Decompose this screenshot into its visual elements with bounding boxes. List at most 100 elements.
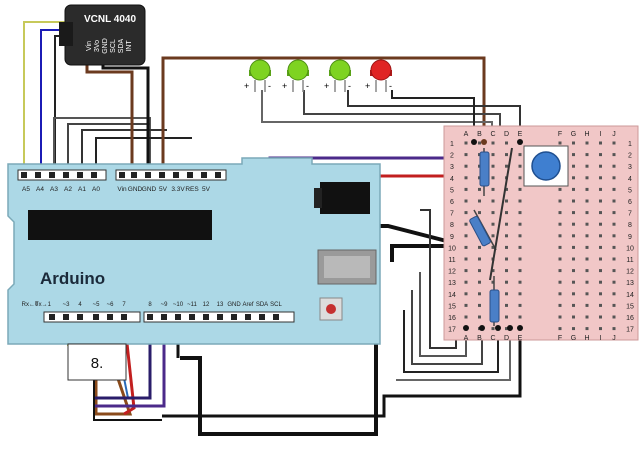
wire-led4: [391, 90, 475, 140]
breadboard-row-label-15: 15: [448, 303, 456, 310]
breadboard-hole: [558, 222, 562, 226]
breadboard-hole: [464, 315, 468, 319]
breadboard-hole: [518, 315, 522, 319]
leds: + - + - + - + -: [244, 59, 392, 92]
breadboard-hole: [572, 222, 575, 226]
breadboard-hole: [464, 222, 468, 226]
led-green-1: + -: [244, 59, 271, 92]
breadboard-hole: [599, 187, 602, 191]
wire-yellow: [23, 21, 65, 180]
breadboard-hole: [599, 211, 602, 215]
breadboard-col-label-bottom-G: G: [571, 335, 576, 342]
breadboard-hole: [558, 187, 562, 191]
breadboard-row-label-right-3: 3: [628, 164, 632, 171]
breadboard-row-label-right-4: 4: [628, 176, 632, 183]
breadboard-hole: [491, 269, 495, 273]
breadboard-hole: [572, 164, 575, 168]
breadboard-hole: [558, 315, 562, 319]
breadboard-hole: [491, 141, 495, 145]
breadboard-hole: [585, 292, 589, 296]
breadboard-hole: [572, 269, 575, 273]
breadboard-hole: [585, 315, 589, 319]
breadboard-hole: [518, 269, 522, 273]
breadboard-hole: [558, 245, 562, 249]
breadboard-wire-ends: [463, 139, 523, 331]
breadboard-row-label-right-17: 17: [626, 327, 634, 334]
led-4-plus: +: [365, 81, 370, 91]
breadboard-row-label-6: 6: [450, 199, 454, 206]
pin-label-tx: Tx→1: [35, 302, 52, 308]
top-pin-labels: A5 A4 A3 A2 A1 A0 Vin GND GND 5V 3.3V RE…: [22, 186, 211, 193]
breadboard-hole: [558, 199, 562, 203]
breadboard-hole: [612, 199, 616, 203]
breadboard-hole: [505, 222, 508, 226]
pin-label-a5: A5: [22, 186, 30, 193]
wire-dark: [54, 35, 65, 180]
breadboard-hole: [585, 234, 589, 238]
breadboard-hole: [518, 303, 522, 307]
breadboard-hole: [572, 245, 575, 249]
breadboard-hole: [505, 280, 508, 284]
wire-gray-1: [53, 117, 151, 180]
breadboard-hole: [612, 222, 616, 226]
breadboard-hole: [612, 164, 616, 168]
breadboard-col-label-A: A: [464, 131, 469, 138]
breadboard-row-label-right-2: 2: [628, 153, 632, 160]
wire-bundle-1: [420, 209, 457, 349]
breadboard-hole: [572, 327, 575, 331]
pin-label-aref: Aref: [242, 302, 253, 308]
breadboard-col-label-J: J: [612, 131, 616, 138]
breadboard-hole: [518, 187, 522, 191]
breadboard-hole: [518, 234, 522, 238]
breadboard-hole: [464, 245, 468, 249]
breadboard-hole: [491, 280, 495, 284]
breadboard-hole: [599, 199, 602, 203]
breadboard-hole: [572, 211, 575, 215]
breadboard-hole: [464, 199, 468, 203]
led-green-3-bulb: [329, 59, 351, 81]
arduino-name: Arduino: [40, 269, 105, 288]
breadboard-hole: [612, 234, 616, 238]
breadboard-hole: [518, 257, 522, 261]
breadboard-hole: [558, 269, 562, 273]
reset-button-cap[interactable]: [326, 304, 336, 314]
microcontroller-chip: [28, 210, 212, 240]
wire-bundle-5: [396, 330, 511, 381]
push-button[interactable]: [523, 145, 569, 187]
breadboard-row-label-right-12: 12: [626, 269, 634, 276]
breadboard-row-label-16: 16: [448, 315, 456, 322]
breadboard-col-label-bottom-I: I: [600, 335, 602, 342]
digital-header-1: [43, 311, 141, 323]
breadboard-col-label-H: H: [584, 131, 589, 138]
sensor-pin-gnd: GND: [102, 38, 109, 54]
breadboard-hole: [478, 257, 481, 261]
breadboard-col-label-bottom-E: E: [518, 335, 523, 342]
breadboard-hole: [464, 292, 468, 296]
breadboard-hole: [572, 153, 575, 157]
push-button-cap[interactable]: [531, 151, 561, 181]
breadboard-col-label-bottom-A: A: [464, 335, 469, 342]
breadboard-hole: [599, 292, 602, 296]
wire-bundle-2: [419, 272, 467, 357]
breadboard-hole: [572, 303, 575, 307]
wire-brown-rail: [161, 56, 486, 182]
breadboard-hole: [585, 153, 589, 157]
breadboard-hole: [478, 187, 481, 191]
breadboard-hole: [599, 280, 602, 284]
breadboard-hole: [505, 269, 508, 273]
breadboard-hole: [478, 280, 481, 284]
breadboard-hole: [464, 153, 468, 157]
breadboard-hole: [599, 234, 602, 238]
power-jack: [320, 182, 370, 214]
breadboard-hole: [464, 211, 468, 215]
breadboard-hole: [558, 141, 562, 145]
pin-label-gnd-bottom: GND: [227, 302, 241, 308]
breadboard-col-label-B: B: [477, 131, 482, 138]
wire-bundle-6: [162, 330, 522, 418]
power-header: [115, 169, 227, 181]
pin-label-d13: 13: [217, 302, 224, 308]
breadboard-hole: [612, 280, 616, 284]
wire-digital-red: [122, 315, 136, 416]
